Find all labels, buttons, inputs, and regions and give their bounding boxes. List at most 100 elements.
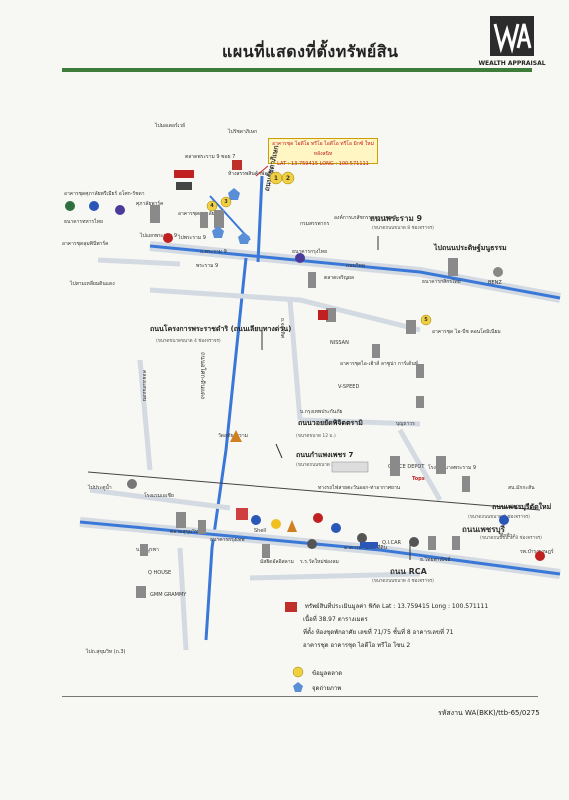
place-label: ธนาคารกรุงไทย	[292, 249, 328, 255]
building-icon	[416, 396, 424, 408]
place-label: โรงพยาบาลพระราม 9	[428, 465, 477, 471]
place-label: NISSAN	[330, 340, 349, 346]
building-icon	[262, 544, 270, 558]
place-label: BENZ	[488, 280, 502, 286]
place-label: มัสยิดอัลอิสลาม	[260, 559, 294, 565]
bank-icon	[127, 479, 137, 489]
wealth-appraisal-logo	[490, 16, 534, 56]
place-label: กรมสรรพากร	[300, 221, 330, 227]
road-new-petchburi: ถนนเพชรบุรีตัดใหม่	[492, 503, 552, 511]
building-icon	[136, 586, 146, 598]
marker-4: 4	[210, 203, 214, 209]
survey-point-icon	[238, 232, 250, 244]
car-icon	[331, 523, 341, 533]
railway-line	[87, 471, 541, 511]
place-label: บ.กรุงเทพประกันภัย	[300, 409, 343, 415]
road-to-west: ไปสามเหลี่ยมดินแดง	[70, 281, 115, 287]
building-icon	[140, 544, 148, 556]
job-code: รหัสงาน WA(BKK)/ttb-65/0275	[438, 709, 540, 717]
place-label: V-SPEED	[338, 384, 360, 390]
tiso-logo	[360, 542, 378, 548]
place-label: ธ.ไทยพาณิชย์	[420, 557, 451, 563]
road-rama9-soi: ถ.พระราม 9	[200, 249, 227, 255]
place-label: GMM GRAMMY	[150, 592, 187, 598]
place-label: อาคารชุดไอ-เฮ้าส์ ลาซูน่า การ์เด้นท์	[340, 361, 419, 367]
legend-building: อาคารชุด อาคารชุด ไอดีโอ ทรีโอ โซน 2	[303, 642, 411, 649]
marker-3: 3	[224, 199, 228, 205]
bank-icon	[115, 205, 125, 215]
property-legend-swatch	[285, 601, 297, 612]
road-rama9-note: (ขนาดถนนขนาด 8 ช่องจราจร)	[372, 226, 434, 231]
road-new-petchburi-7-note: (ขนาดถนนขนาด 2 ช่องจราจร)	[296, 463, 358, 468]
lotus-logo	[176, 182, 192, 190]
place-label: ตลาดพระราม 9 ซอย 7	[185, 154, 236, 160]
marker-1: 1	[273, 175, 279, 182]
road-rca-note: (ขนาดถนนขนาด 4 ช่องจราจร)	[372, 579, 434, 584]
road-rama9-east: ไปถนนประดิษฐ์มนูธรรม	[434, 244, 507, 252]
footer-divider	[62, 696, 538, 697]
road-rca: ถนน RCA	[390, 567, 427, 576]
marker-2: 2	[285, 175, 291, 182]
legend-area-label: เนื้อที่	[303, 616, 317, 623]
place-label: อาคารชุดลุมพินีพาร์ค	[62, 241, 109, 247]
car-icon	[409, 537, 419, 547]
place-label: Shell	[254, 528, 267, 534]
place-label: OFFICE DEPOT	[388, 464, 425, 470]
toyota-icon	[535, 551, 545, 561]
building-icon	[308, 272, 316, 288]
place-label: สน.มักกะสัน	[508, 485, 535, 491]
petchburi-road-line	[79, 520, 561, 576]
building-icon	[214, 210, 224, 228]
bank-icon	[65, 201, 75, 211]
ratchadaphisek-line	[256, 175, 264, 263]
building-icon	[372, 344, 380, 358]
road-pratunam: ไปประตูน้ำ	[88, 485, 112, 491]
legend-survey: จุดถ่ายภาพ	[312, 685, 342, 692]
survey-point-icon	[228, 188, 240, 200]
temple-icon	[230, 430, 242, 442]
property-callout: อาคารชุด ไอดีโอ ทรีโอ ไอดีโอ ทรีโอ มิกซ์…	[268, 138, 378, 167]
road-expressway: ถนนโครงการพระราชดำริ (ถนนเลียบทางด่วน)	[150, 325, 292, 333]
building-icon	[462, 476, 470, 492]
car-icon	[307, 539, 317, 549]
building-icon	[416, 364, 424, 378]
callout-coords: LAT : 13.759415 LONG : 100.571111	[277, 161, 369, 167]
road-soi-note: (ขนาดขนาด 12 ม.)	[296, 434, 336, 439]
survey-point-icon	[212, 226, 224, 238]
rama9-road-line	[149, 244, 561, 300]
place-label: ตลาดเจริญผล	[324, 275, 354, 281]
survey-legend-icon	[293, 682, 303, 692]
market-marker	[206, 200, 218, 212]
road-petchburi-note: (ขนาดถนนขนาด 8 ช่องจราจร)	[480, 536, 542, 541]
building-icon	[448, 258, 458, 276]
place-label: Q HOUSE	[148, 570, 172, 576]
road-pradiphat: ไปพระราม 9	[178, 235, 206, 241]
place-label: ธนาคารทหารไทย	[64, 219, 103, 225]
building-icon	[436, 456, 446, 474]
logo-text: WEALTH APPRAISAL	[478, 60, 546, 67]
bank-icon	[251, 515, 261, 525]
marker-5: 5	[424, 317, 428, 323]
place-label: องค์การเภสัชกรรมพระราม 9	[334, 215, 397, 221]
road-to-north: ไปมอเตอร์เวย์	[155, 123, 186, 129]
road-new-petchburi-note: (ขนาดถนนขนาด 8 ช่องจราจร)	[468, 515, 530, 520]
car-icon	[357, 533, 367, 543]
building-icon	[390, 456, 400, 476]
building-icon	[150, 205, 160, 223]
market-legend-icon	[292, 666, 304, 678]
building-icon	[176, 512, 186, 528]
road-sukhumvit: ไปถ.สุขุมวิท (ถ.3)	[86, 649, 126, 655]
building-icon	[200, 212, 208, 228]
place-label: ตึกช้าง	[500, 533, 515, 539]
building-icon	[326, 308, 336, 322]
market-marker	[281, 171, 295, 185]
building-icon	[198, 520, 206, 534]
bank-icon	[163, 233, 173, 243]
building-icon	[452, 536, 460, 550]
legend-property-coords: Lat : 13.759415 Long : 100.571111	[381, 603, 489, 610]
place-label: ร.ร.วัดใหม่ช่องลม	[300, 559, 339, 565]
road-petchburi: ถนนเพชรบุรี	[462, 525, 505, 534]
place-label: อาคารชุดศุภาลัยพรีเมียร์ อโศก-รัชดา	[64, 191, 145, 197]
place-label: อาคารชุดศุภาลัย	[178, 211, 215, 217]
